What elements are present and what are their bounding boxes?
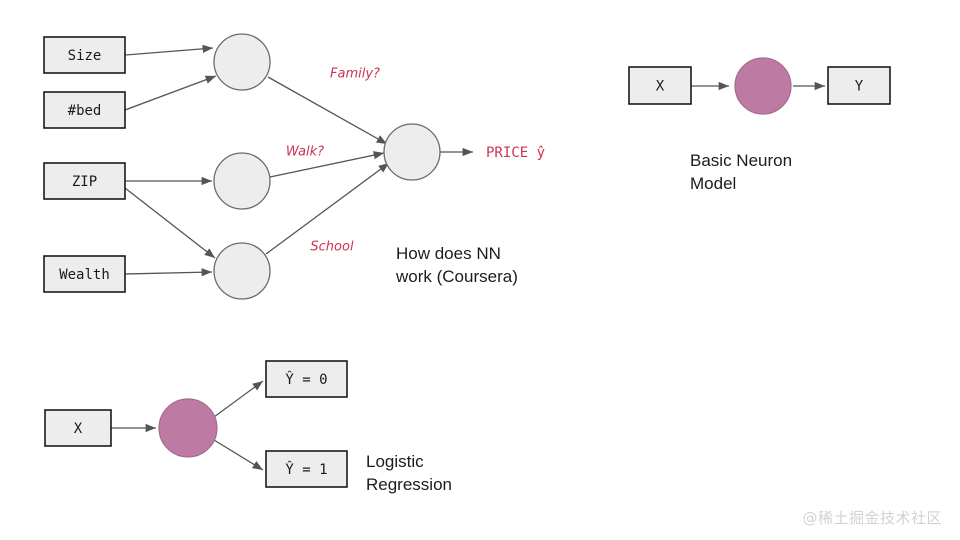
basic-neuron-circle[interactable] xyxy=(734,57,792,115)
watermark-text: @稀土掘金技术社区 xyxy=(802,509,942,527)
input-box-size-rect xyxy=(43,36,126,74)
hidden-node-school[interactable] xyxy=(213,242,271,300)
input-box-wealth-rect xyxy=(43,255,126,293)
logistic-output-box-yhat1-rect xyxy=(265,450,348,488)
neuron-diagram-caption: Basic Neuron Model xyxy=(690,151,793,193)
neuron-output-box-y[interactable]: Y xyxy=(827,66,891,105)
neuron-input-box-x-label: X xyxy=(656,79,665,95)
logistic-output-box-yhat0-label: Ŷ = 0 xyxy=(285,370,327,388)
logistic-diagram-caption: Logistic Regression xyxy=(366,452,452,494)
input-box-wealth[interactable]: Wealth xyxy=(43,255,126,293)
edge-bed-to-hidden-family xyxy=(124,75,217,111)
input-box-size[interactable]: Size xyxy=(43,36,126,74)
hidden-node-family[interactable] xyxy=(213,33,271,91)
output-label-price: PRICE ŷ xyxy=(486,145,545,161)
input-box-bed-label: #bed xyxy=(68,103,102,119)
edge-hidden-school-to-output xyxy=(265,162,390,255)
logistic-output-box-yhat1[interactable]: Ŷ = 1 xyxy=(265,450,348,488)
nn-diagram-group: Size #bed ZIP Wealth Family? Walk? xyxy=(43,33,545,300)
input-box-zip-label: ZIP xyxy=(72,174,97,190)
input-box-zip-rect xyxy=(43,162,126,200)
weight-label-family: Family? xyxy=(330,67,380,82)
neuron-input-box-x[interactable]: X xyxy=(628,66,692,105)
logistic-diagram-group: X Ŷ = 0 Ŷ = 1 xyxy=(44,360,348,488)
logistic-output-box-yhat1-label: Ŷ = 1 xyxy=(285,460,327,478)
edge-logistic-neuron-to-yhat1 xyxy=(213,439,264,471)
neuron-output-box-y-label: Y xyxy=(855,79,864,95)
input-box-zip[interactable]: ZIP xyxy=(43,162,126,200)
weight-label-school: School xyxy=(310,240,354,255)
edge-logistic-neuron-to-yhat0 xyxy=(213,380,264,418)
input-box-wealth-label: Wealth xyxy=(59,267,110,283)
input-box-bed-rect xyxy=(43,91,126,129)
neuron-input-box-x-rect xyxy=(628,66,692,105)
logistic-output-box-yhat0-rect xyxy=(265,360,348,398)
edge-wealth-to-hidden-school xyxy=(124,268,213,277)
edge-hidden-family-to-output xyxy=(267,76,388,145)
edge-hidden-walk-to-output xyxy=(269,151,385,178)
logistic-input-box-x-rect xyxy=(44,409,112,447)
neuron-diagram-group: X Y xyxy=(628,57,891,115)
hidden-node-walk[interactable] xyxy=(213,152,271,210)
input-box-size-label: Size xyxy=(68,48,102,64)
nn-diagram-caption: How does NN work (Coursera) xyxy=(396,244,518,286)
weight-label-walk: Walk? xyxy=(286,145,324,160)
output-node-price[interactable] xyxy=(383,123,441,181)
neuron-output-box-y-rect xyxy=(827,66,891,105)
logistic-output-box-yhat0[interactable]: Ŷ = 0 xyxy=(265,360,348,398)
edge-size-to-hidden-family xyxy=(124,44,214,56)
logistic-input-box-x-label: X xyxy=(74,421,83,437)
input-box-bed[interactable]: #bed xyxy=(43,91,126,129)
edge-zip-to-hidden-school xyxy=(124,187,216,259)
logistic-neuron-circle[interactable] xyxy=(158,398,218,458)
logistic-input-box-x[interactable]: X xyxy=(44,409,112,447)
